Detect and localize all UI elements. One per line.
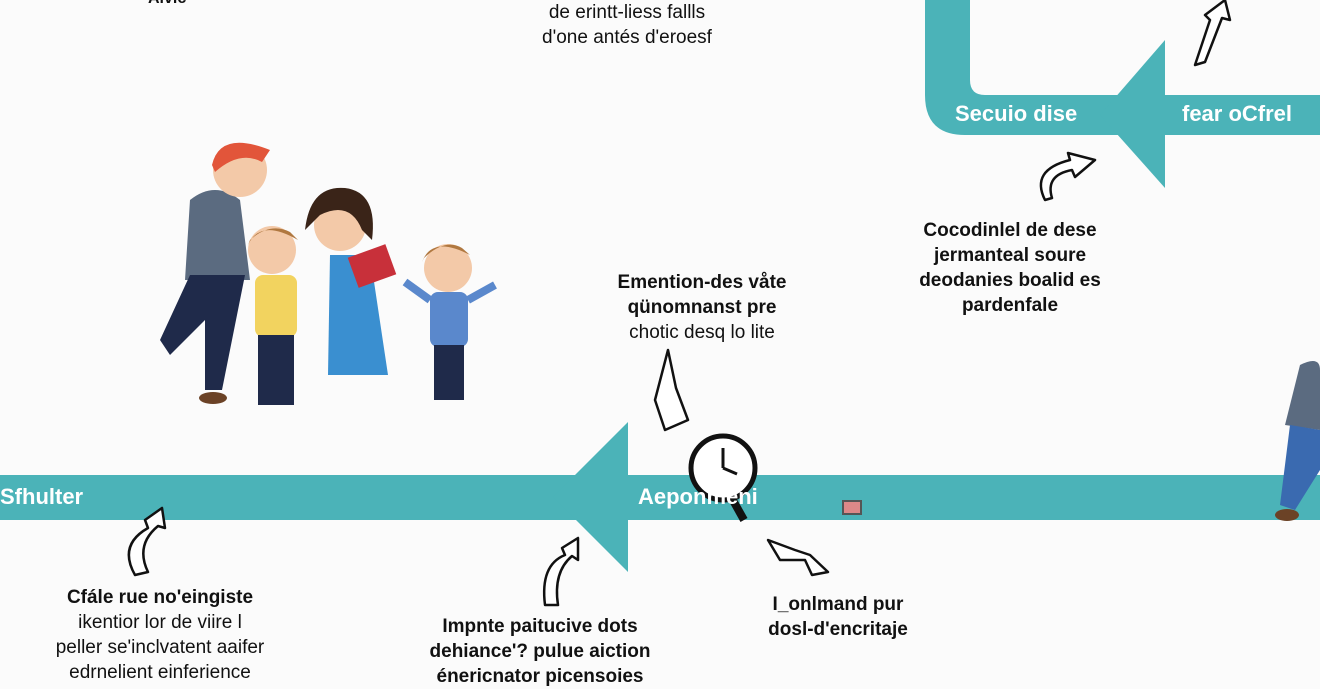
bottom-left-text: Cfále rue no'eingiste ikentior lor de vi… <box>56 585 265 685</box>
main-flow-bar <box>0 475 1320 520</box>
bottom-right-text: I_onlmand pur dosl-d'encritaje <box>768 592 908 642</box>
top-center-text: de erintt-liess fallls d'one antés d'ero… <box>542 0 712 50</box>
clock-magnifier-icon <box>688 433 758 522</box>
text-line: Impnte paitucive dots <box>442 616 638 637</box>
main-bar-label-center: Aeponmeni <box>638 484 758 509</box>
text-line: Emention-des våte <box>617 272 787 293</box>
top-right-connector <box>925 0 1320 135</box>
text-line: énericnator picensoies <box>436 666 644 687</box>
text-line: dosl-d'encritaje <box>768 619 908 640</box>
bottom-center-text: Impnte paitucive dots dehiance'? pulue a… <box>430 614 651 689</box>
small-card-icon <box>842 500 862 515</box>
curved-arrow-icon <box>653 348 690 432</box>
top-right-label-left: Secuio dise <box>955 101 1078 126</box>
top-right-label-right: fear oCfrel <box>1182 101 1293 126</box>
text-line: deodanies boalid es <box>919 270 1101 291</box>
person-illustration <box>1275 361 1320 521</box>
right-middle-text: Cocodinlel de dese jermanteal soure deod… <box>919 218 1101 318</box>
text-line: I_onlmand pur <box>772 594 904 615</box>
family-illustration <box>160 142 497 405</box>
text-line: chotic desq lo lite <box>629 322 775 343</box>
curved-arrow-icon <box>542 536 580 607</box>
text-line: Cfále rue no'eingiste <box>66 587 254 608</box>
text-line: d'one antés d'eroesf <box>542 27 712 48</box>
text-line: jermanteal soure <box>933 245 1087 266</box>
text-line: qünomnanst pre <box>627 297 777 318</box>
curved-arrow-icon <box>1193 0 1232 67</box>
main-arrowhead <box>553 422 628 572</box>
top-right-arrowhead <box>1100 40 1165 188</box>
curved-arrow-icon <box>127 506 167 577</box>
text-line: pardenfale <box>961 295 1059 316</box>
text-line: ikentior lor de viire l <box>78 612 242 633</box>
center-text: Emention-des våte qünomnanst pre chotic … <box>618 270 787 345</box>
main-bar-label-left: Sfhulter <box>0 484 84 509</box>
text-line: edrnelient einferience <box>69 662 251 683</box>
text-line: Cocodinlel de dese <box>923 220 1097 241</box>
top-left-fragment: Alvic <box>148 0 186 8</box>
text-line: peller se'inclvatent aaifer <box>55 637 265 658</box>
curved-arrow-icon <box>766 538 830 577</box>
curved-arrow-icon <box>1039 151 1097 202</box>
text-line: de erintt-liess fallls <box>548 2 706 23</box>
text-line: dehiance'? pulue aiction <box>429 641 651 662</box>
